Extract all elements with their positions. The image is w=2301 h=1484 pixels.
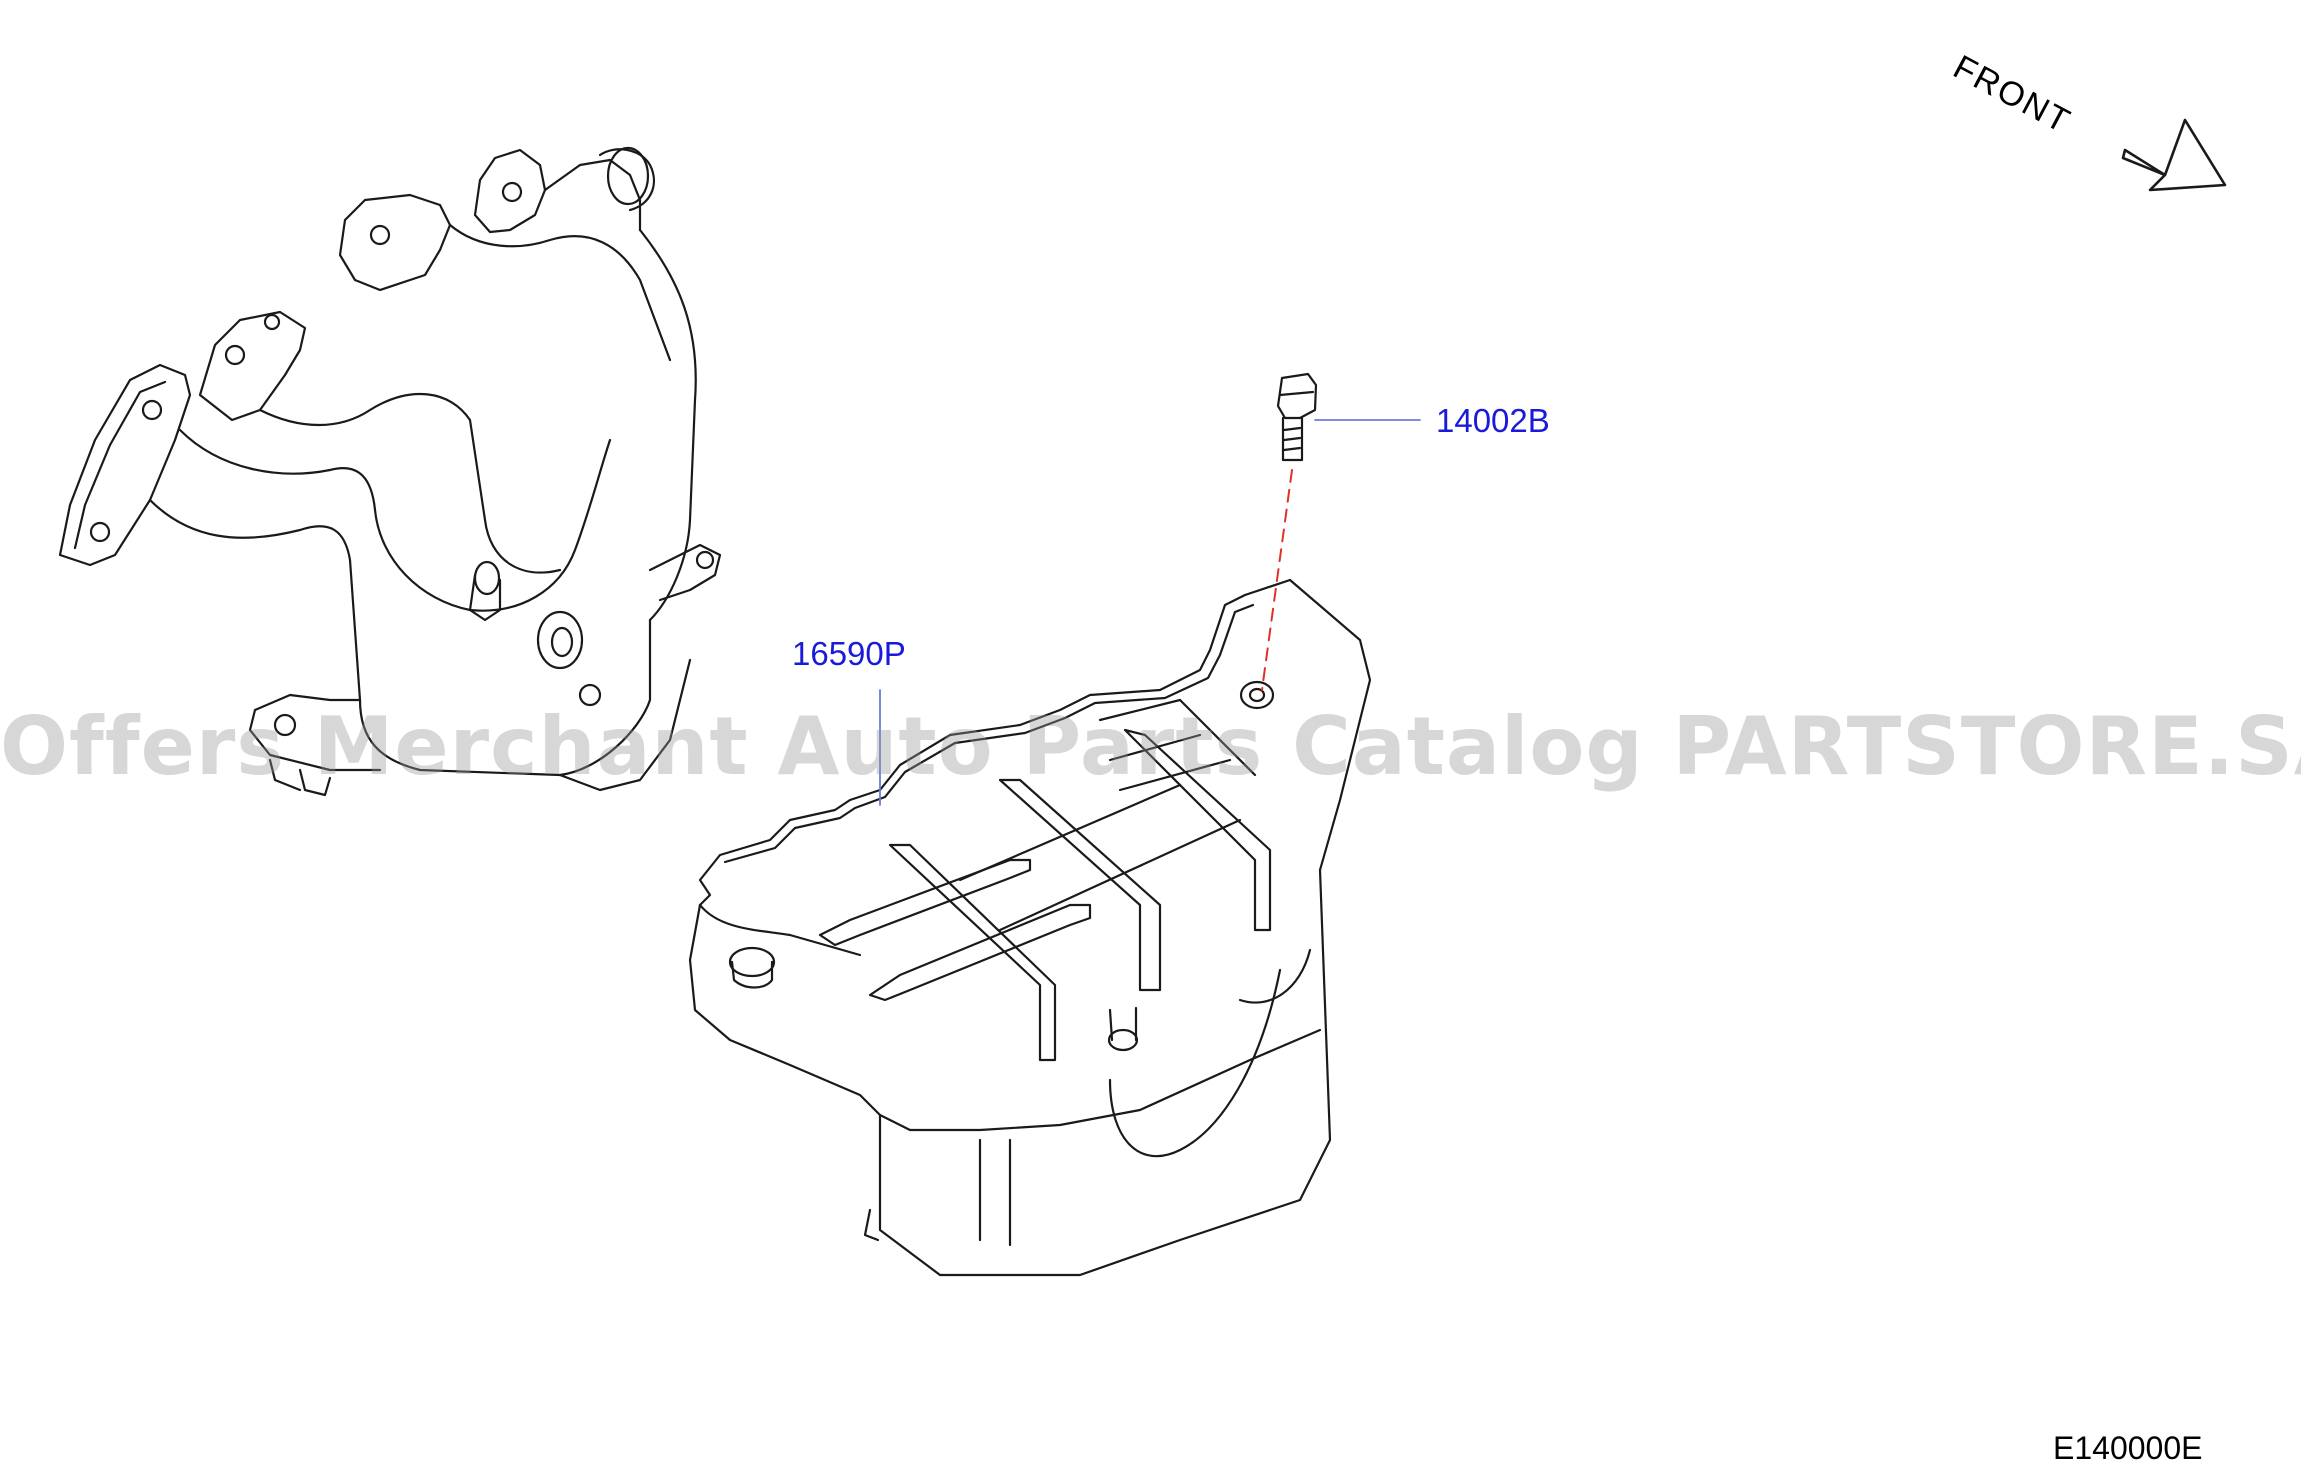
bolt [1276, 372, 1318, 462]
exhaust-manifold [58, 146, 722, 797]
callout-14002b[interactable]: 14002B [1436, 402, 1550, 439]
heat-insulator [688, 578, 1372, 1277]
bolt-install-line [1261, 469, 1293, 691]
callout-16590p[interactable]: 16590P [792, 635, 906, 672]
diagram-code: E140000E [2053, 1430, 2203, 1466]
front-arrow-icon [2121, 118, 2227, 192]
